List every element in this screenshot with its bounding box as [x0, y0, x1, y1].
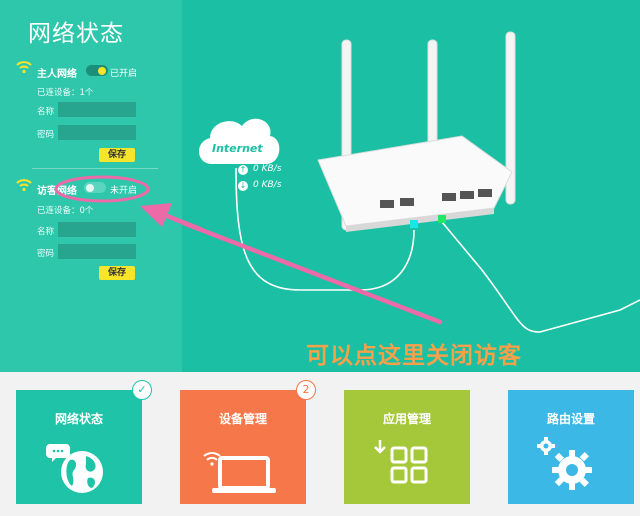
guest-name-label: 名称: [37, 227, 55, 237]
main-save-button[interactable]: 保存: [99, 148, 135, 162]
bottom-nav: 网络状态 ✓ 设备管理 2 应用管理: [0, 372, 640, 516]
check-badge-icon: ✓: [132, 380, 152, 400]
annotation-text: 可以点这里关闭访客: [306, 343, 522, 369]
download-arrow-icon: ↓: [238, 181, 248, 191]
internet-label: Internet: [212, 142, 263, 155]
guest-password-field[interactable]: [58, 244, 136, 259]
upload-speed: 0 KB/s: [253, 164, 282, 174]
wifi-icon: [16, 61, 32, 74]
guest-network-status: 未开启: [110, 186, 138, 196]
nav-card-label: 网络状态: [54, 412, 103, 426]
main-network-label: 主人网络: [37, 69, 77, 80]
guest-name-field[interactable]: [58, 222, 136, 237]
toggle-knob: [98, 66, 106, 75]
guest-connected-count: 已连设备：0个: [37, 206, 94, 216]
page-title: 网络状态: [28, 21, 124, 47]
main-connected-count: 已连设备：1个: [37, 88, 94, 98]
guest-network-label: 访客网络: [37, 186, 77, 197]
section-divider: [32, 168, 158, 169]
nav-card-label: 路由设置: [546, 412, 595, 426]
guest-network-toggle[interactable]: [84, 182, 106, 193]
wifi-icon: [16, 179, 32, 192]
nav-card-router-settings[interactable]: 路由设置: [508, 390, 634, 504]
nav-card-app-management[interactable]: 应用管理: [344, 390, 470, 504]
nav-card-device-management[interactable]: 设备管理: [180, 390, 306, 504]
network-status-panel: 网络状态 主人网络 已开启 已连设备：1个 名称 密码 保存 访客网络 未开启: [0, 0, 182, 372]
network-diagram: [54, 31, 640, 333]
nav-card-network-status[interactable]: 网络状态: [16, 390, 142, 504]
main-network-status: 已开启: [110, 69, 138, 79]
globe-icon: [46, 444, 103, 493]
device-count-badge: 2: [296, 380, 316, 400]
main-password-label: 密码: [37, 130, 55, 140]
upload-arrow-icon: ↑: [238, 165, 248, 175]
router-image: [317, 31, 516, 232]
nav-card-label: 应用管理: [382, 412, 431, 426]
router-status-screen: Internet ↑ 0 KB/s ↓ 0 KB/s 网络状态 主人网络 已开启…: [0, 0, 640, 372]
toggle-knob: [86, 183, 94, 192]
main-name-label: 名称: [37, 107, 55, 117]
internet-cloud-icon: [198, 118, 280, 164]
guest-password-label: 密码: [37, 249, 55, 259]
gears-icon: [537, 437, 592, 490]
laptop-wifi-icon: [203, 452, 276, 493]
main-network-toggle[interactable]: [86, 65, 108, 76]
apps-grid-icon: [374, 440, 428, 484]
main-name-field[interactable]: [58, 102, 136, 117]
download-speed: 0 KB/s: [253, 180, 282, 190]
nav-card-label: 设备管理: [218, 412, 267, 426]
main-password-field[interactable]: [58, 125, 136, 140]
guest-save-button[interactable]: 保存: [99, 266, 135, 280]
